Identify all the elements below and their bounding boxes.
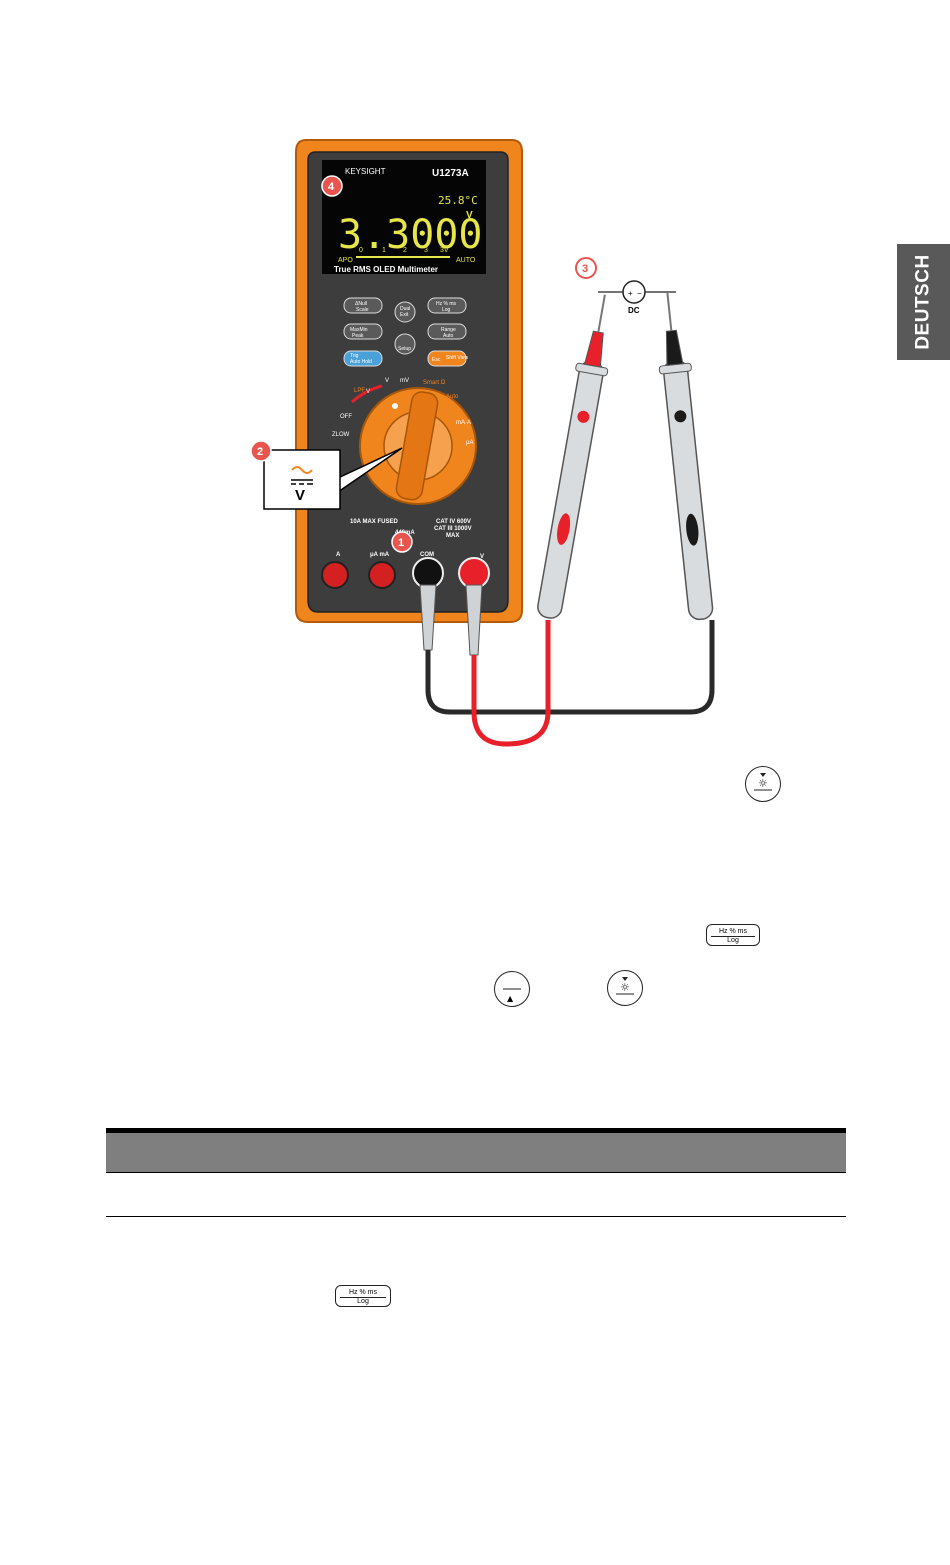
svg-text:Peak: Peak — [352, 333, 364, 339]
svg-text:−: − — [637, 289, 642, 298]
svg-text:2: 2 — [257, 446, 263, 458]
svg-text:Trig: Trig — [350, 353, 359, 359]
svg-text:10A MAX FUSED: 10A MAX FUSED — [350, 519, 398, 525]
com-plug — [419, 584, 437, 651]
setup-button — [394, 333, 416, 355]
svg-text:ΔNull: ΔNull — [355, 301, 367, 307]
svg-text:Setup: Setup — [398, 346, 411, 352]
maxmin-peak-button — [343, 323, 383, 340]
svg-text:4: 4 — [328, 181, 335, 193]
display-scale-0: 0 — [359, 247, 363, 254]
table-header — [106, 1128, 846, 1172]
terminal-v — [458, 557, 490, 589]
display-reading: 3.3000 — [338, 212, 483, 258]
svg-text:☼: ☼ — [620, 981, 630, 994]
svg-text:V: V — [480, 554, 484, 560]
svg-text:+: + — [628, 289, 633, 298]
svg-text:LPF: LPF — [354, 388, 365, 394]
svg-text:1: 1 — [398, 537, 404, 549]
dial-labels: OFF ZLOW V V mV Smart Ω Auto mA·A μA LPF — [332, 378, 473, 446]
svg-text:☼: ☼ — [758, 777, 768, 790]
zoom-unit: V — [295, 487, 305, 504]
display-temperature: 25.8°C — [438, 194, 478, 207]
backlight-key-icon-2: ☼ — [607, 970, 643, 1006]
svg-text:A: A — [336, 552, 341, 558]
black-cable — [425, 620, 715, 715]
multimeter-figure: KEYSIGHT U1273A 25.8°C 3.3000 V APO AUTO… — [250, 139, 715, 747]
hz-log-button — [427, 297, 467, 314]
svg-text:V: V — [366, 389, 370, 395]
table-bottom-rule — [106, 1216, 846, 1217]
svg-text:Auto: Auto — [443, 333, 454, 339]
callout-4 — [321, 175, 343, 197]
svg-text:Auto: Auto — [446, 394, 459, 400]
null-scale-button — [343, 297, 383, 314]
display-screen — [322, 160, 486, 274]
display-caption: True RMS OLED Multimeter — [334, 265, 438, 274]
display-scale-1: 1 — [382, 247, 386, 254]
svg-text:MAX: MAX — [446, 533, 459, 539]
dial-knob — [395, 391, 439, 501]
black-probe — [658, 292, 714, 621]
hz-log-key-icon: Hz % ms Log — [706, 924, 760, 946]
up-arrow-key-icon: ▲ — [494, 971, 530, 1007]
dc-label: DC — [628, 306, 640, 315]
svg-text:Hz % ms: Hz % ms — [436, 301, 457, 307]
svg-text:3: 3 — [582, 263, 588, 275]
svg-text:Smart Ω: Smart Ω — [423, 380, 446, 386]
callout-3 — [575, 257, 597, 279]
zoom-ac-symbol — [291, 466, 313, 474]
terminal-a — [321, 561, 349, 589]
red-cable — [471, 620, 551, 747]
svg-text:Log: Log — [442, 307, 451, 313]
terminal-ua-ma — [368, 561, 396, 589]
rotary-dial — [351, 384, 477, 505]
display-apo: APO — [338, 257, 353, 264]
dual-exit-button — [394, 301, 416, 323]
model-label: U1273A — [432, 168, 469, 179]
svg-text:mA·A: mA·A — [456, 420, 471, 426]
svg-text:Range: Range — [441, 327, 456, 333]
brand-logo: KEYSIGHT — [345, 167, 386, 176]
dial-pointer — [392, 403, 398, 409]
svg-text:mV: mV — [400, 378, 409, 384]
svg-text:CAT III 1000V: CAT III 1000V — [434, 526, 472, 532]
language-tab: DEUTSCH — [897, 244, 950, 360]
display-scale-3v: 3V — [440, 247, 449, 254]
display-auto: AUTO — [456, 257, 476, 264]
backlight-key-icon: ☼ — [745, 766, 781, 802]
svg-text:CAT IV 600V: CAT IV 600V — [436, 519, 471, 525]
svg-text:COM: COM — [420, 552, 434, 558]
terminal-com — [412, 557, 444, 589]
svg-text:▲: ▲ — [507, 994, 514, 1003]
svg-text:Auto Hold: Auto Hold — [350, 359, 372, 365]
svg-text:Scale: Scale — [356, 307, 369, 313]
display-scale-2: 2 — [403, 247, 407, 254]
svg-text:Esc: Esc — [432, 357, 441, 363]
red-probe — [537, 294, 609, 619]
callout-markers: 1 2 3 4 — [250, 175, 597, 553]
svg-text:Exit: Exit — [400, 312, 409, 318]
svg-text:ZLOW: ZLOW — [332, 432, 350, 438]
display-scale-3: 3 — [424, 247, 428, 254]
esc-shift-button — [427, 350, 467, 367]
hz-log-key-icon-2: Hz % ms Log — [335, 1285, 391, 1307]
callout-1 — [391, 531, 413, 553]
keypad: ΔNull Scale Dual Exit Hz % ms Log MaxMin… — [343, 297, 469, 367]
svg-text:Shift View: Shift View — [446, 355, 469, 361]
svg-text:μA: μA — [466, 440, 473, 446]
table-header-rule — [106, 1172, 846, 1173]
svg-text:Dual: Dual — [400, 306, 410, 312]
range-auto-button — [427, 323, 467, 340]
trig-hold-button — [343, 350, 383, 367]
svg-text:V: V — [385, 378, 389, 384]
callout-2 — [250, 440, 272, 462]
display-unit: V — [466, 210, 473, 221]
svg-text:MaxMin: MaxMin — [350, 327, 368, 333]
svg-text:OFF: OFF — [340, 414, 352, 420]
v-plug — [465, 584, 483, 656]
svg-text:μA mA: μA mA — [370, 552, 390, 558]
dial-arrow — [351, 384, 383, 404]
dc-source — [622, 280, 646, 304]
